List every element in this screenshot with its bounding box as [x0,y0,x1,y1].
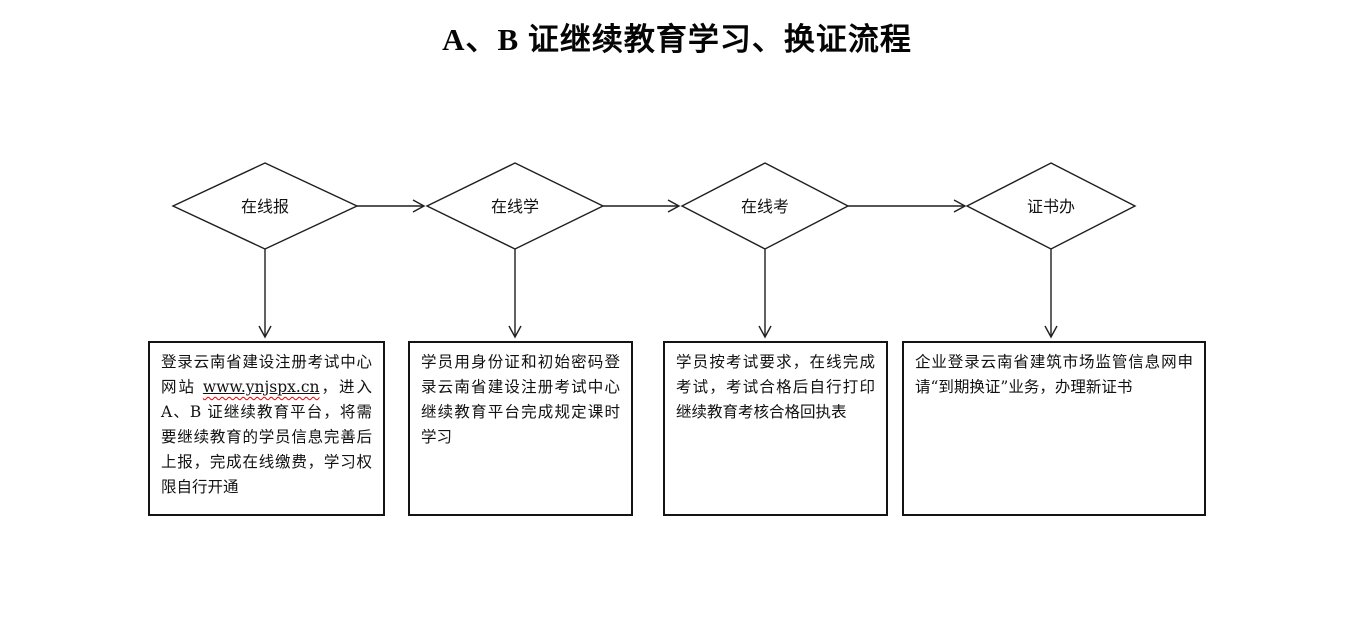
step-description-box-register: 登录云南省建设注册考试中心网站 www.ynjspx.cn，进入 A、B 证继续… [148,341,385,516]
diamond-step-online-learn: 在线学 [425,162,605,250]
step-description-text: 学员按考试要求，在线完成考试，考试合格后自行打印继续教育考核合格回执表 [676,353,875,421]
website-link[interactable]: www.ynjspx.cn [203,378,320,396]
arrow-down-icon [758,249,772,339]
diamond-label: 在线学 [491,197,539,216]
arrow-down-icon [1044,249,1058,339]
step-description-text: ，进入 A、B 证继续教育平台，将需要继续教育的学员信息完善后上报，完成在线缴费… [161,378,372,496]
diamond-label: 在线报 [241,197,289,216]
arrow-right-icon [603,199,681,213]
step-description-text: 学员用身份证和初始密码登录云南省建设注册考试中心继续教育平台完成规定课时学习 [421,353,620,446]
step-description-box-certificate: 企业登录云南省建筑市场监管信息网申请“到期换证”业务，办理新证书 [902,341,1206,516]
arrow-down-icon [508,249,522,339]
arrow-right-icon [848,199,967,213]
arrow-right-icon [357,199,426,213]
step-description-text: 登录云南省建设注册考试中心网站 [161,353,372,396]
page-title: A、B 证继续教育学习、换证流程 [442,22,912,57]
step-description-box-exam: 学员按考试要求，在线完成考试，考试合格后自行打印继续教育考核合格回执表 [663,341,888,516]
arrow-down-icon [258,249,272,339]
diamond-step-online-exam: 在线考 [680,162,850,250]
step-description-box-learn: 学员用身份证和初始密码登录云南省建设注册考试中心继续教育平台完成规定课时学习 [408,341,633,516]
step-description-text: 企业登录云南省建筑市场监管信息网申请“到期换证”业务，办理新证书 [915,353,1193,396]
diamond-step-certificate: 证书办 [965,162,1137,250]
website-link-text: www.ynjspx.cn [202,378,320,396]
diamond-label: 证书办 [1027,197,1075,216]
diamond-step-online-register: 在线报 [171,162,359,250]
diamond-label: 在线考 [741,197,789,216]
